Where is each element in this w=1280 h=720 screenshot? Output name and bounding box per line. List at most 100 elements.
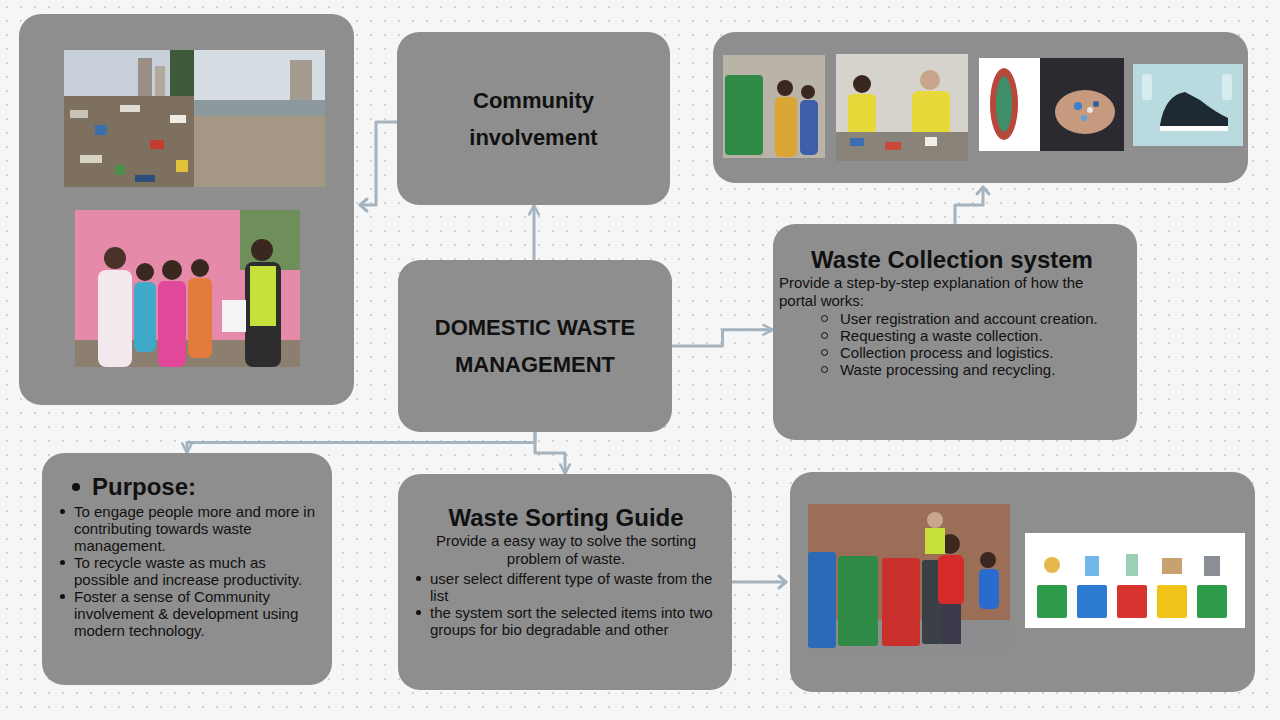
person <box>188 278 212 358</box>
head <box>162 260 182 280</box>
list-item: User registration and account creation. <box>840 310 1098 327</box>
sorting-belt <box>836 132 968 161</box>
head <box>104 247 126 269</box>
bullet-mark <box>60 509 65 514</box>
box-body: Provide a easy way to solve the sorting … <box>416 532 716 568</box>
waste-icon <box>1126 554 1138 576</box>
list-item: Waste processing and recycling. <box>840 361 1055 378</box>
head <box>927 512 943 528</box>
trees <box>170 50 194 100</box>
street <box>723 55 825 158</box>
trees <box>240 210 300 270</box>
bullet-row: Foster a sense of Community involvement … <box>60 588 316 639</box>
trash <box>70 110 88 118</box>
green-bin <box>838 556 878 646</box>
background <box>1133 64 1243 146</box>
trash <box>135 175 155 182</box>
panel-arrow <box>732 581 786 584</box>
background <box>1040 58 1124 151</box>
green-bin <box>1197 585 1227 618</box>
head <box>853 75 871 93</box>
sky <box>64 50 194 187</box>
craft-photo <box>979 58 1124 151</box>
box-title: Community involvement <box>417 82 650 156</box>
sky <box>194 50 325 187</box>
bottle <box>1142 74 1152 100</box>
person <box>158 281 186 367</box>
bullet-row: user select different type of waste from… <box>416 570 716 604</box>
info-box: Purpose:To engage people more and more i… <box>42 453 332 685</box>
head <box>136 263 154 281</box>
vest <box>925 528 945 554</box>
brick-wall <box>808 504 1010 650</box>
info-box: Waste Collection systemProvide a step-by… <box>773 224 1137 440</box>
sand <box>194 116 325 187</box>
bullet-mark <box>416 610 421 615</box>
bullet-mark <box>60 594 65 599</box>
bin-photo <box>723 55 825 158</box>
waste <box>885 142 901 150</box>
community-photo <box>75 210 300 367</box>
vest <box>848 94 876 134</box>
bullet-mark <box>416 576 421 581</box>
connector <box>535 432 565 474</box>
box-title: DOMESTIC WASTE MANAGEMENT <box>418 309 652 383</box>
photo-panel <box>790 472 1255 692</box>
background <box>979 58 1124 151</box>
sandal-pattern <box>996 76 1012 132</box>
panel-arrow <box>360 122 397 205</box>
bullet-mark <box>821 366 828 373</box>
arrow-head <box>779 576 786 588</box>
sea <box>194 100 325 116</box>
box-body: Provide a step-by-step explanation of ho… <box>779 274 1125 310</box>
connector <box>533 205 536 260</box>
photo-panel <box>19 14 354 405</box>
red-bin <box>1117 585 1147 618</box>
trash <box>170 115 186 123</box>
green-bin <box>725 75 763 155</box>
arrow-head <box>977 187 989 194</box>
head <box>980 552 996 568</box>
person <box>245 262 281 367</box>
waste-icon <box>1085 556 1099 576</box>
bullet-mark <box>821 349 828 356</box>
list-item: Collection process and logistics. <box>840 344 1053 361</box>
bullet-row: Requesting a waste collection. <box>821 327 1125 344</box>
waste <box>925 137 937 146</box>
bullet-row: Waste processing and recycling. <box>821 361 1125 378</box>
legs <box>941 604 961 644</box>
bin-icons <box>1025 533 1245 628</box>
bullet-mark <box>821 315 828 322</box>
bullet-row: the system sort the selected items into … <box>416 604 716 638</box>
bottle <box>1222 74 1232 100</box>
vest <box>250 266 276 326</box>
topic-box: Community involvement <box>397 32 670 205</box>
background <box>1025 533 1245 628</box>
building <box>138 58 152 98</box>
building <box>290 60 312 105</box>
connector <box>672 330 773 346</box>
bullet-row: User registration and account creation. <box>821 310 1125 327</box>
list-item: Foster a sense of Community involvement … <box>74 588 316 639</box>
central-box: DOMESTIC WASTE MANAGEMENT <box>398 260 672 432</box>
vest <box>912 91 950 136</box>
building <box>155 66 165 98</box>
yellow-bin <box>1157 585 1187 618</box>
bullet-row: Collection process and logistics. <box>821 344 1125 361</box>
waste-icon <box>1162 558 1182 574</box>
trash <box>95 125 107 135</box>
info-box: Waste Sorting GuideProvide a easy way to… <box>398 474 732 690</box>
trash-ground <box>64 96 194 187</box>
head <box>920 70 940 90</box>
connector <box>187 432 535 453</box>
child <box>979 569 999 609</box>
trash <box>150 140 164 149</box>
head <box>777 80 793 96</box>
arrow-head <box>360 199 367 211</box>
list-item: To recycle waste as much as possible and… <box>74 554 316 588</box>
beach-photo <box>64 50 325 187</box>
box-heading: Waste Sorting Guide <box>416 504 716 532</box>
waste-icon <box>1044 557 1060 573</box>
plastic-flake <box>1087 107 1093 113</box>
box-heading: Purpose: <box>92 473 196 501</box>
